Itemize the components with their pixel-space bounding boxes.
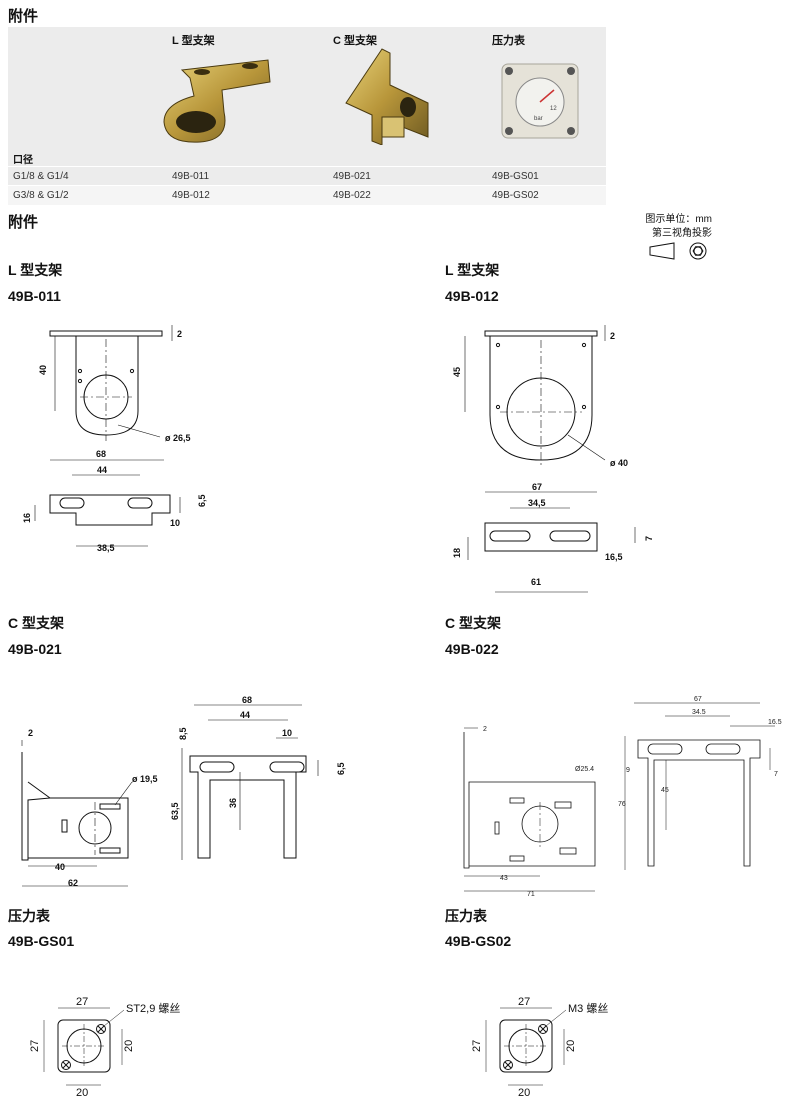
screw-label: M3 螺丝	[568, 1002, 608, 1015]
c-bracket-photo	[345, 48, 429, 145]
dim-w40: 40	[55, 862, 65, 872]
dim-slot: 6,5	[197, 494, 207, 507]
dim-slot-w: 10	[282, 728, 292, 738]
port-label: 口径	[13, 155, 33, 166]
dim-hole-w: 20	[76, 1087, 88, 1099]
dim-mid: 45	[661, 787, 669, 794]
dim-width: 27	[518, 996, 530, 1008]
dim-height: 40	[38, 365, 48, 375]
drawing-type: C 型支架	[445, 615, 501, 631]
row-cell: 49B-GS01	[492, 171, 539, 182]
row-cell: 49B-022	[333, 190, 371, 201]
dim-mid: 36	[228, 798, 238, 808]
dim-hole-h: 20	[123, 1040, 135, 1052]
dim-w43: 43	[500, 875, 508, 882]
dim-slot: 7	[644, 536, 654, 541]
drawing-code: 49B-021	[8, 641, 62, 657]
dim-base: 61	[531, 577, 541, 587]
drawing-type: C 型支架	[8, 615, 64, 631]
dim-width: 27	[76, 996, 88, 1008]
drawing-code: 49B-022	[445, 641, 499, 657]
section-title: 附件	[8, 214, 39, 231]
gauge-unit: bar	[534, 116, 543, 122]
dim-width: 68	[242, 695, 252, 705]
drawing-type: 压力表	[8, 908, 50, 924]
row-cell: 49B-GS02	[492, 190, 539, 201]
dim-height: 76	[618, 801, 626, 808]
drawing-type: 压力表	[445, 908, 487, 924]
third-angle-projection-icon	[649, 242, 707, 260]
drawing-c-bracket-022: 2 Ø25.4 43 71 67 34.5 16.5 9 45 76 7	[463, 696, 782, 898]
pressure-gauge-photo: bar 12	[501, 63, 579, 139]
column-header-c-bracket: C 型支架	[333, 35, 377, 47]
drawing-code: 49B-GS02	[445, 933, 512, 949]
drawing-type: L 型支架	[8, 262, 63, 278]
dim-diameter: Ø25.4	[575, 766, 594, 773]
l-bracket-photo	[163, 59, 271, 143]
drawing-type: L 型支架	[445, 262, 500, 278]
drawing-c-bracket-021: 2 ø 19,5 40 62 68 44 10 6,5 8,5 36 63,5	[21, 695, 346, 888]
dim-hole-pitch: 34.5	[692, 709, 706, 716]
row-port: G1/8 & G1/4	[13, 171, 69, 182]
dim-hole-h: 20	[565, 1040, 577, 1052]
gauge-max: 12	[550, 106, 557, 112]
dim-foot: 16.5	[768, 719, 782, 726]
units-note: 图示单位：mm	[645, 214, 712, 225]
dim-width: 67	[532, 482, 542, 492]
drawing-gauge-gs02: 27 27 20 20 M3 螺丝	[471, 996, 608, 1099]
dim-width: 67	[694, 696, 702, 703]
row-cell: 49B-012	[172, 190, 210, 201]
dim-height: 27	[471, 1040, 483, 1052]
dim-top: 8,5	[178, 727, 188, 740]
dim-hole-pitch: 34,5	[528, 498, 546, 508]
dim-diameter: ø 40	[610, 458, 628, 468]
dim-depth: 18	[452, 548, 462, 558]
dim-height: 27	[29, 1040, 41, 1052]
dim-foot: 10	[170, 518, 180, 528]
dim-hole-w: 20	[518, 1087, 530, 1099]
drawing-l-bracket-012: 2 45 ø 40 67 34,5 7 18 16,5 61	[452, 325, 654, 593]
page-title: 附件	[8, 8, 39, 25]
dim-diameter: ø 26,5	[165, 433, 191, 443]
dim-width: 68	[96, 449, 106, 459]
dim-slot: 7	[774, 771, 778, 778]
dim-slot-h: 6,5	[336, 762, 346, 775]
drawing-l-bracket-011: 2 40 ø 26,5 68 44 6,5 16 10 38,5	[22, 325, 207, 553]
row-port: G3/8 & G1/2	[13, 190, 69, 201]
dim-height: 45	[452, 367, 462, 377]
dim-thick: 2	[177, 329, 182, 339]
dim-hole-pitch: 44	[240, 710, 250, 720]
column-header-gauge: 压力表	[492, 35, 525, 47]
row-divider	[8, 166, 606, 167]
column-header-l-bracket: L 型支架	[172, 35, 215, 47]
dim-thick: 2	[28, 728, 33, 738]
dim-top: 9	[626, 767, 630, 774]
drawing-code: 49B-012	[445, 288, 499, 304]
drawing-gauge-gs01: 27 27 20 20 ST2,9 螺丝	[29, 996, 180, 1099]
table-row-alt-bg	[8, 186, 606, 205]
row-divider	[8, 185, 606, 186]
projection-note: 第三视角投影	[652, 228, 712, 239]
row-cell: 49B-011	[172, 171, 210, 182]
dim-w62: 62	[68, 878, 78, 888]
dim-w71: 71	[527, 891, 535, 898]
dim-height: 63,5	[170, 802, 180, 820]
dim-thick: 2	[483, 726, 487, 733]
screw-label: ST2,9 螺丝	[126, 1002, 180, 1015]
dim-hole-pitch: 44	[97, 465, 107, 475]
dim-base: 38,5	[97, 543, 115, 553]
dim-thick: 2	[610, 331, 615, 341]
drawing-code: 49B-011	[8, 288, 61, 304]
dim-foot: 16,5	[605, 552, 623, 562]
row-cell: 49B-021	[333, 171, 371, 182]
dim-depth: 16	[22, 513, 32, 523]
drawing-code: 49B-GS01	[8, 933, 75, 949]
dim-diameter: ø 19,5	[132, 774, 158, 784]
